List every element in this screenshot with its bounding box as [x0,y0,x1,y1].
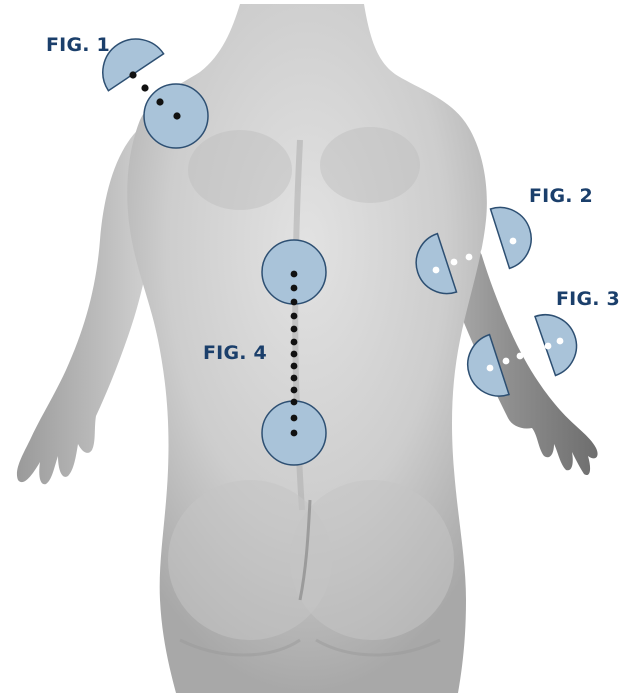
fig4-dot [291,313,298,320]
fig4-dot [291,387,298,394]
fig3-label: FIG. 3 [556,288,620,310]
fig4-dot [291,375,298,382]
fig2-dot [510,238,517,245]
fig4-dot [291,363,298,370]
fig2-dot [433,267,440,274]
fig2-dot [466,254,473,261]
fig1-dot [141,84,148,91]
human-back-silhouette [17,4,598,693]
fig2-dot [451,259,458,266]
fig2-dot [481,249,488,256]
fig4-dot [291,326,298,333]
fig4-dot [291,285,298,292]
fig3-dot [503,358,510,365]
fig3-dot [531,348,538,355]
fig4-dot [291,339,298,346]
fig4-dot [291,351,298,358]
fig2-dot [495,244,502,251]
fig2-pad-right [491,208,532,269]
fig1-dot [156,98,163,105]
fig1-dot [173,112,180,119]
fig4-dot [291,399,298,406]
fig4-dot [291,271,298,278]
fig1-label: FIG. 1 [46,34,110,56]
fig4-label: FIG. 4 [203,342,267,364]
fig3-dot [545,343,552,350]
left-scapula-shadow [188,130,292,210]
fig1-dot [129,71,136,78]
fig3-dot [487,365,494,372]
fig4-dot [291,430,298,437]
right-scapula-shadow [320,127,420,203]
right-buttock [290,480,454,640]
fig4-dot [291,415,298,422]
fig4-dot [291,299,298,306]
fig3-pad-right [535,315,576,376]
fig1-pad-upper [103,39,164,91]
fig3-dot [517,353,524,360]
fig1-electrode-group [103,39,208,148]
fig2-label: FIG. 2 [529,185,593,207]
fig3-dot [557,338,564,345]
